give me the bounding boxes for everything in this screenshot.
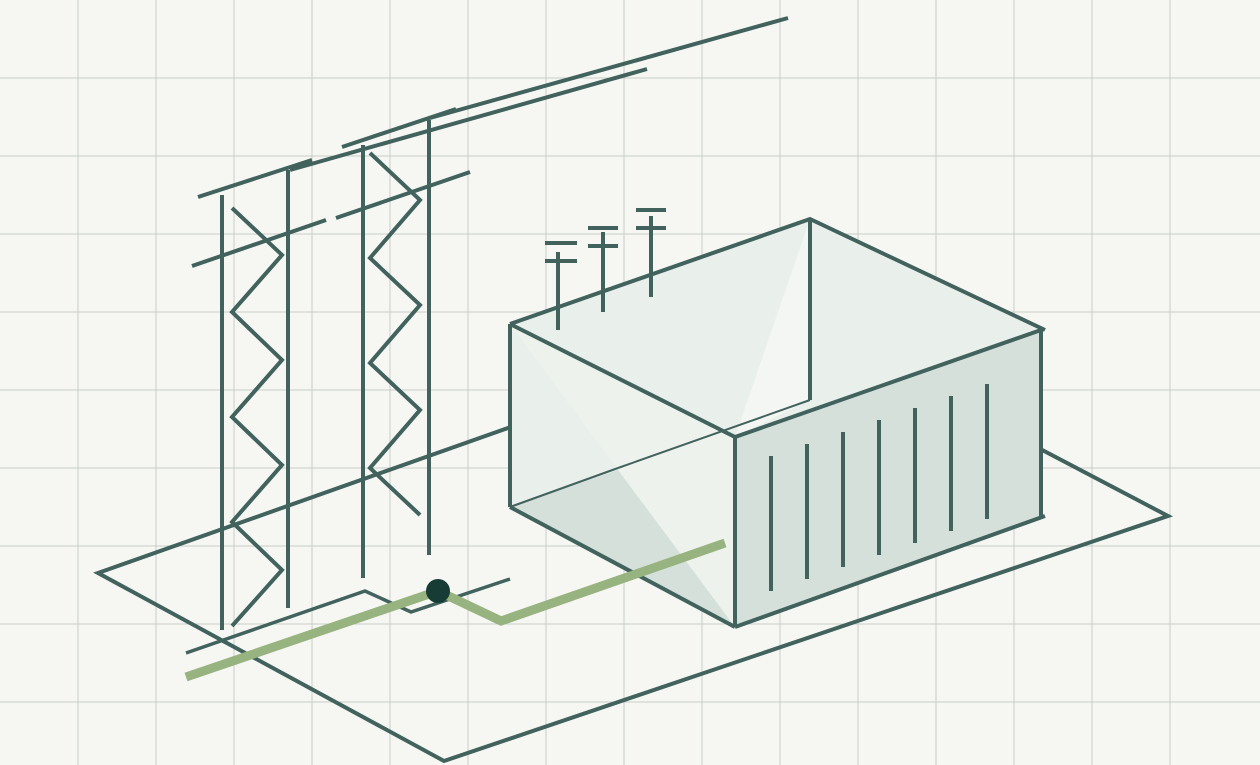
insulator-2 [588, 226, 618, 312]
lattice-tower-right [361, 120, 431, 578]
roof-front-edge [509, 322, 736, 439]
ground-cable-accent [184, 538, 727, 682]
ground-cable-dark [185, 577, 511, 655]
bottom-left-edge [509, 505, 736, 629]
wire-upper-long [429, 16, 789, 120]
wire-lower-left [191, 218, 327, 268]
lattice-tower-left [220, 170, 290, 630]
transmission-wires [191, 16, 789, 268]
rooftop-insulators [545, 208, 666, 330]
roof-right-edge [734, 328, 1042, 439]
tower-right-zigzag [367, 151, 423, 517]
wire-crossarm-b [197, 158, 313, 199]
back-left-bottom-edge [509, 467, 619, 508]
wire-lower-right [335, 170, 471, 220]
tower-left-zigzag [229, 206, 285, 628]
wire-crossarm-a [341, 107, 457, 149]
front-wall-face [735, 330, 1041, 627]
bottom-right-edge [734, 514, 1046, 629]
transformer-fins [769, 384, 989, 591]
cable-junction-node [426, 579, 450, 603]
substation-building [508, 216, 1046, 629]
wire-upper-mid [289, 67, 648, 172]
insulator-3 [636, 208, 666, 297]
back-bottom-edge [617, 399, 811, 469]
insulator-1 [545, 241, 577, 330]
left-wall-shadow [510, 470, 735, 627]
roof-light-glare [735, 219, 810, 437]
inner-floor-light [510, 324, 735, 627]
